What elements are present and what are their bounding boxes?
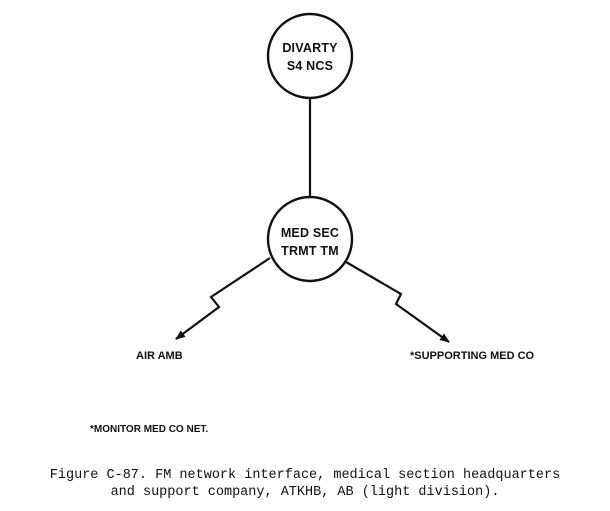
- figure-caption: Figure C-87. FM network interface, medic…: [0, 467, 610, 501]
- footnote: *MONITOR MED CO NET.: [90, 424, 208, 435]
- label-air-amb: AIR AMB: [136, 350, 183, 362]
- node-med-sec-circle: [266, 195, 354, 283]
- radio-link-air-amb: [175, 257, 271, 340]
- node-divarty-circle: [266, 12, 354, 100]
- figure-caption-line1: Figure C-87. FM network interface, medic…: [49, 468, 561, 483]
- node-divarty-line2: S4 NCS: [287, 59, 333, 73]
- node-med-sec-line1: MED SEC: [281, 226, 339, 240]
- node-med-sec-line2: TRMT TM: [281, 244, 339, 258]
- figure-caption-line2: and support company, ATKHB, AB (light di…: [110, 485, 500, 500]
- node-divarty-line1: DIVARTY: [282, 41, 338, 55]
- node-med-sec: MED SEC TRMT TM: [266, 195, 354, 283]
- radio-link-supporting-med-co: [345, 261, 450, 343]
- node-divarty: DIVARTY S4 NCS: [266, 12, 354, 100]
- label-supporting-med-co: *SUPPORTING MED CO: [410, 350, 535, 362]
